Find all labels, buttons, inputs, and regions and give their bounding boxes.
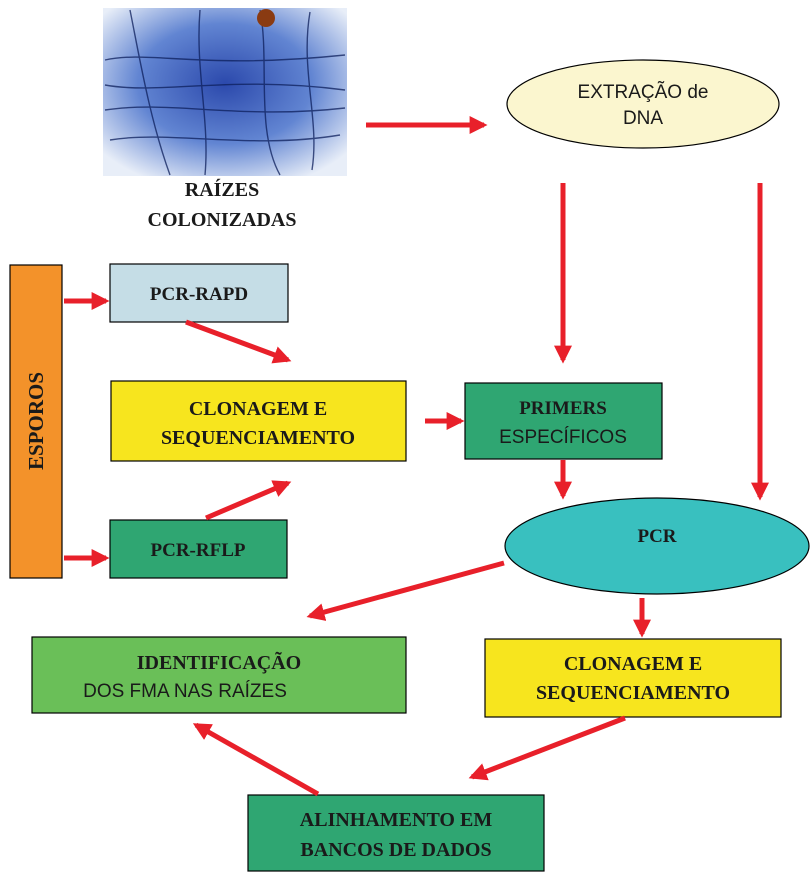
arrow-rapd-to-cloning	[185, 319, 292, 364]
pcr-rflp-label: PCR-RFLP	[151, 540, 246, 561]
cloning-top-line2: SEQUENCIAMENTO	[161, 427, 355, 449]
pcr-label: PCR	[637, 526, 676, 547]
alignment-line2: BANCOS DE DADOS	[300, 839, 491, 861]
arrow-alignment-to-identification	[192, 722, 320, 797]
arrow-cloning-to-alignment	[468, 715, 626, 781]
database-alignment-node: ALINHAMENTO EM BANCOS DE DADOS	[247, 794, 545, 872]
primers-line2: ESPECÍFICOS	[499, 427, 627, 448]
arrow-rflp-to-cloning	[205, 480, 292, 521]
spores-node: ESPOROS	[9, 264, 63, 579]
colonized-roots-image	[103, 8, 347, 176]
dna-extraction-node: EXTRAÇÃO de DNA	[506, 59, 780, 149]
cloning-sequencing-bottom-node: CLONAGEM E SEQUENCIAMENTO	[484, 638, 782, 718]
identification-line1: IDENTIFICAÇÃO	[137, 651, 301, 674]
roots-label-line1: RAÍZES	[185, 178, 259, 201]
cloning-bottom-line1: CLONAGEM E	[564, 653, 702, 675]
primers-line1: PRIMERS	[519, 398, 607, 419]
pcr-rapd-label: PCR-RAPD	[150, 284, 248, 305]
arrow-pcr-to-identification	[306, 560, 505, 621]
specific-primers-node: PRIMERS ESPECÍFICOS	[464, 382, 663, 460]
roots-label-line2: COLONIZADAS	[148, 209, 297, 231]
pcr-rflp-node: PCR-RFLP	[109, 519, 288, 579]
pcr-rapd-node: PCR-RAPD	[109, 263, 289, 323]
cloning-bottom-line2: SEQUENCIAMENTO	[536, 682, 730, 704]
identification-line2: DOS FMA NAS RAÍZES	[83, 681, 287, 702]
spores-label: ESPOROS	[24, 372, 48, 470]
identification-node: IDENTIFICAÇÃO DOS FMA NAS RAÍZES	[31, 636, 407, 714]
pcr-node: PCR	[504, 497, 810, 595]
extraction-line1: EXTRAÇÃO de	[578, 81, 709, 103]
extraction-line2: DNA	[623, 108, 663, 129]
cloning-sequencing-top-node: CLONAGEM E SEQUENCIAMENTO	[110, 380, 407, 462]
cloning-top-line1: CLONAGEM E	[189, 398, 327, 420]
alignment-line1: ALINHAMENTO EM	[300, 809, 493, 831]
